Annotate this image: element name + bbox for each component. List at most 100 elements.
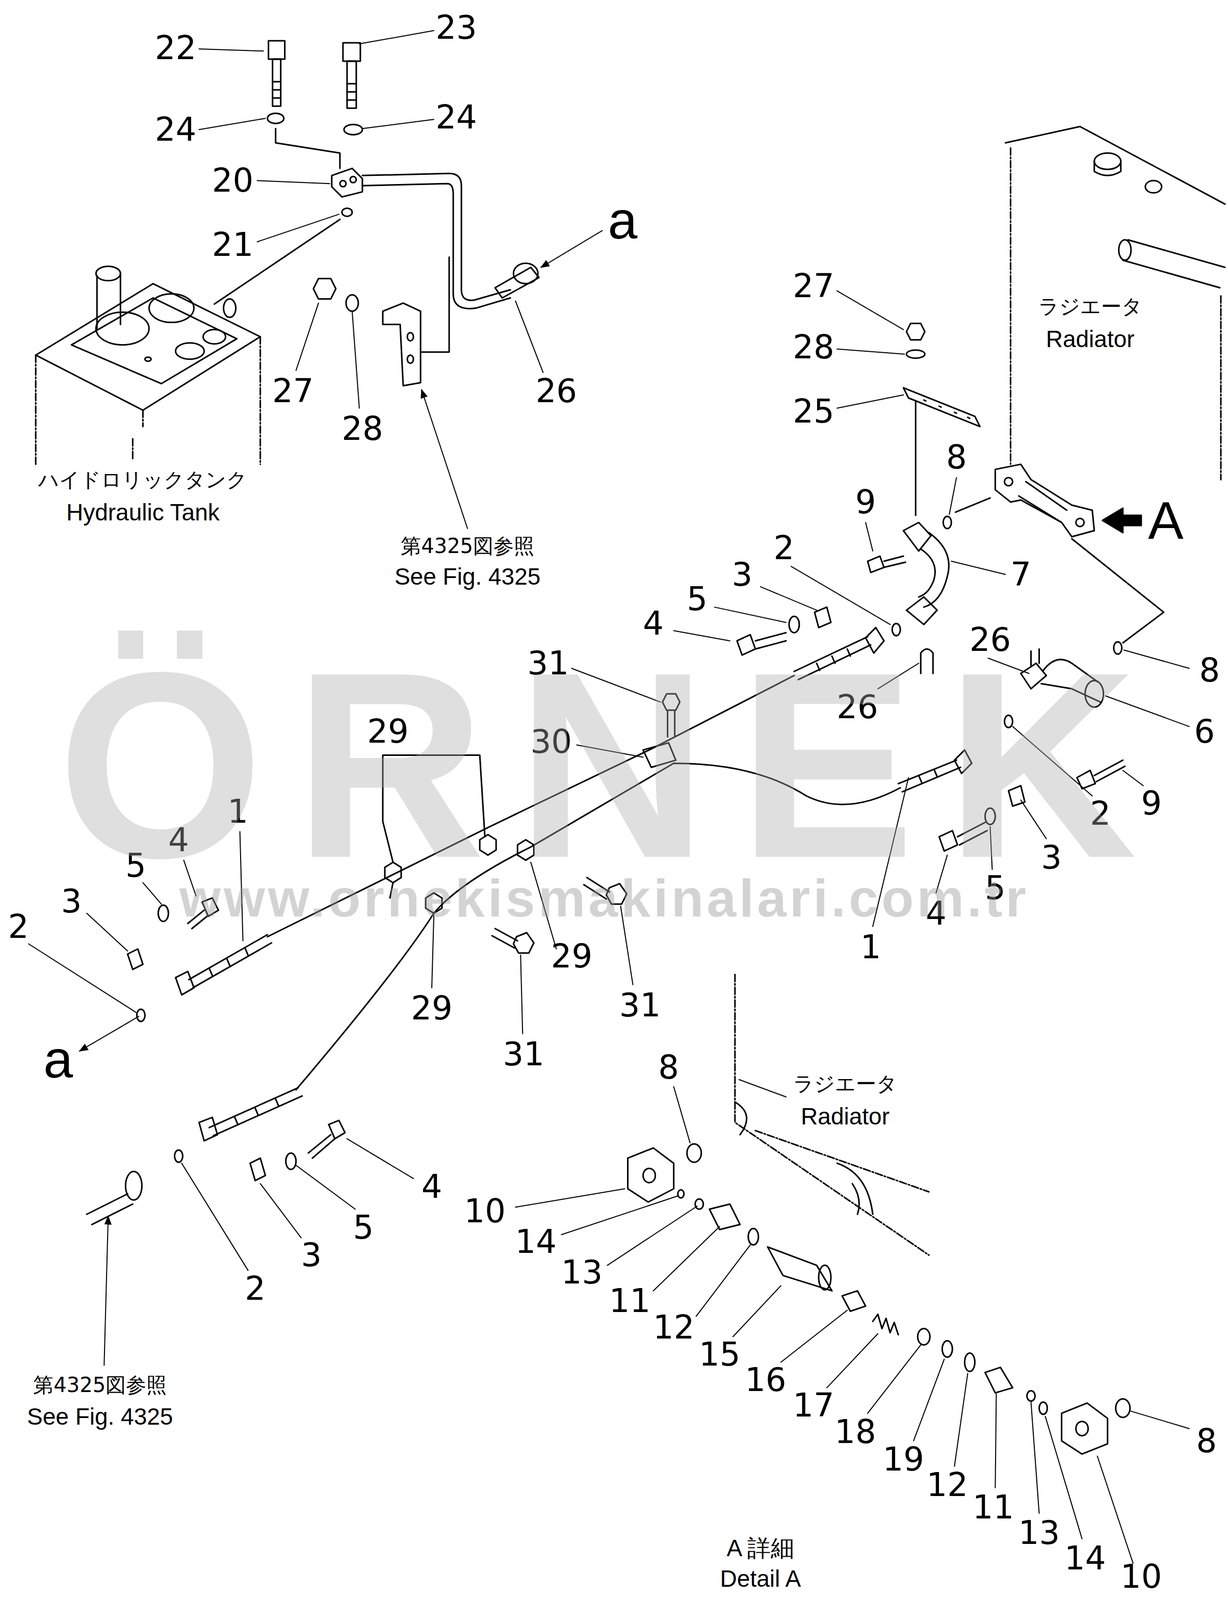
detail-a (643, 1168, 656, 1183)
detail-a (748, 1228, 759, 1245)
hydraulic-tank (148, 294, 194, 323)
drain-pipe (343, 42, 361, 62)
callout-number: 29 (410, 991, 453, 1025)
hose-fittings (158, 905, 169, 922)
radiator (1118, 239, 1132, 260)
callout-number: 23 (435, 11, 477, 44)
oil-pipe (906, 596, 937, 625)
leader-line (421, 389, 468, 529)
detail-a (984, 1367, 1013, 1394)
radiator (1102, 508, 1142, 533)
drain-pipe (268, 40, 285, 60)
callout-number: 26 (535, 374, 578, 408)
callout-number: 27 (792, 269, 834, 303)
detail-a (818, 1265, 831, 1290)
callout-number: 21 (212, 228, 254, 261)
hydraulic-tank (175, 343, 204, 360)
callout-number: 5 (353, 1211, 375, 1244)
leader-line (198, 30, 543, 409)
drain-pipe (494, 267, 539, 299)
callout-number: 10 (463, 1194, 506, 1228)
hose-fittings (86, 898, 346, 1225)
radiator (1072, 538, 1164, 643)
hose (198, 1117, 218, 1141)
callout-number: 15 (698, 1338, 741, 1371)
drain-pipe (272, 59, 281, 107)
detail-a (735, 974, 929, 1256)
callout-number: 5 (686, 582, 708, 616)
drain-pipe (275, 128, 341, 169)
callout-number: 12 (926, 1468, 969, 1502)
callout-number: 28 (341, 412, 383, 446)
hose-fittings (174, 1150, 183, 1163)
oil-pipe (867, 556, 906, 573)
japanese-label: ラジエータ (793, 1073, 898, 1094)
callout-number: 29 (551, 939, 593, 973)
english-label: Radiator (1046, 327, 1135, 351)
callout-number: 14 (1064, 1542, 1106, 1575)
oil-pipe (923, 400, 970, 419)
hydraulic-tank (144, 357, 151, 362)
detail-a (628, 974, 1131, 1455)
radiator (1018, 481, 1067, 523)
callout-number: 11 (972, 1491, 1014, 1524)
hose-fittings (308, 1120, 346, 1159)
callout-number: 31 (503, 1037, 545, 1071)
radiator (955, 498, 990, 513)
hydraulic-tank (202, 329, 226, 345)
leader-line (28, 30, 1190, 1564)
detail-a (872, 1314, 899, 1335)
drain-pipe (382, 303, 421, 386)
drain-pipe (272, 81, 357, 100)
leader-line (181, 1086, 750, 1317)
callout-number: 8 (658, 1051, 679, 1084)
detail-a (709, 1204, 741, 1230)
callout-number: 4 (421, 1170, 443, 1204)
english-label: Detail A (720, 1566, 802, 1591)
japanese-label: 第4325図参照 (400, 535, 535, 557)
detail-a (942, 1341, 953, 1358)
view-letter: a (43, 1032, 73, 1086)
hose (513, 932, 534, 954)
watermark-url: www.ornekismakinalari.com.tr (179, 871, 1030, 925)
callout-number: 19 (882, 1443, 924, 1476)
hydraulic-tank (95, 312, 149, 346)
detail-a (1061, 1403, 1108, 1455)
callout-number: 16 (744, 1363, 787, 1397)
radiator (1094, 152, 1121, 170)
callout-number: 2 (773, 531, 795, 565)
watermark: ÖRNEK (57, 632, 1168, 898)
callout-number: 10 (1120, 1560, 1162, 1593)
hose (188, 934, 272, 988)
drain-pipe (342, 207, 353, 217)
oil-pipe (915, 402, 917, 516)
english-label: Radiator (800, 1104, 890, 1129)
drain-pipe (313, 278, 336, 300)
drain-pipe (331, 168, 363, 197)
detail-a (628, 1147, 674, 1203)
hose (175, 971, 194, 996)
drain-pipe (340, 180, 347, 187)
leader-line (79, 1016, 139, 1052)
callout-number: 9 (855, 485, 877, 519)
oil-pipe (918, 532, 949, 608)
callout-number: 13 (561, 1256, 603, 1289)
callout-number: 24 (154, 113, 197, 146)
detail-a (1027, 1391, 1036, 1402)
hydraulic-tank (95, 266, 121, 281)
japanese-label: 第4325図参照 (33, 1374, 167, 1396)
japanese-label: ラジエータ (1038, 296, 1143, 317)
drain-pipe (346, 295, 359, 312)
radiator (1004, 477, 1013, 486)
japanese-label: ハイドロリックタンク (38, 469, 248, 490)
callout-number: 8 (946, 440, 968, 474)
view-letter: a (608, 193, 638, 247)
detail-a (695, 1198, 704, 1210)
callout-number: 3 (300, 1238, 322, 1272)
drain-pipe (362, 173, 511, 301)
drain-pipe (407, 355, 414, 364)
callout-number: 25 (792, 395, 834, 428)
drain-pipe (350, 176, 357, 183)
radiator (1010, 147, 1221, 480)
